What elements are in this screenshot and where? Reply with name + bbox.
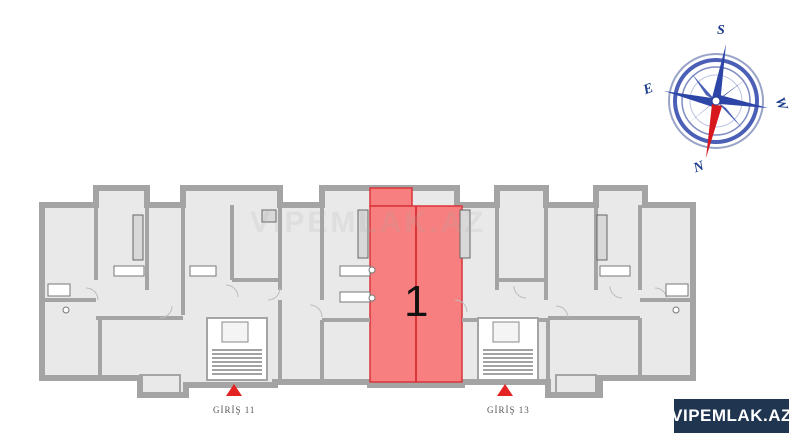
entrance-11-label: GİRİŞ 11 bbox=[213, 405, 256, 415]
bathroom-fixtures bbox=[47, 265, 689, 314]
interior-walls bbox=[42, 205, 693, 385]
entrance-11-marker bbox=[226, 384, 242, 396]
entrance-13-label: GİRİŞ 13 bbox=[487, 405, 530, 415]
balconies bbox=[139, 374, 597, 394]
entrance-13-marker bbox=[497, 384, 513, 396]
stairwell-11 bbox=[206, 317, 268, 381]
compass-rose bbox=[664, 44, 768, 158]
apartment-1-highlight[interactable] bbox=[369, 187, 463, 383]
faint-watermark: VIPEMLAK.AZ bbox=[250, 206, 487, 239]
kitchen-counters bbox=[132, 209, 608, 261]
stairwell-13 bbox=[477, 317, 539, 381]
compass-south-label: S bbox=[717, 23, 725, 38]
selected-unit-number: 1 bbox=[404, 277, 429, 326]
site-watermark-badge[interactable]: VIPEMLAK.AZ bbox=[671, 399, 791, 433]
door-swings bbox=[85, 284, 668, 319]
